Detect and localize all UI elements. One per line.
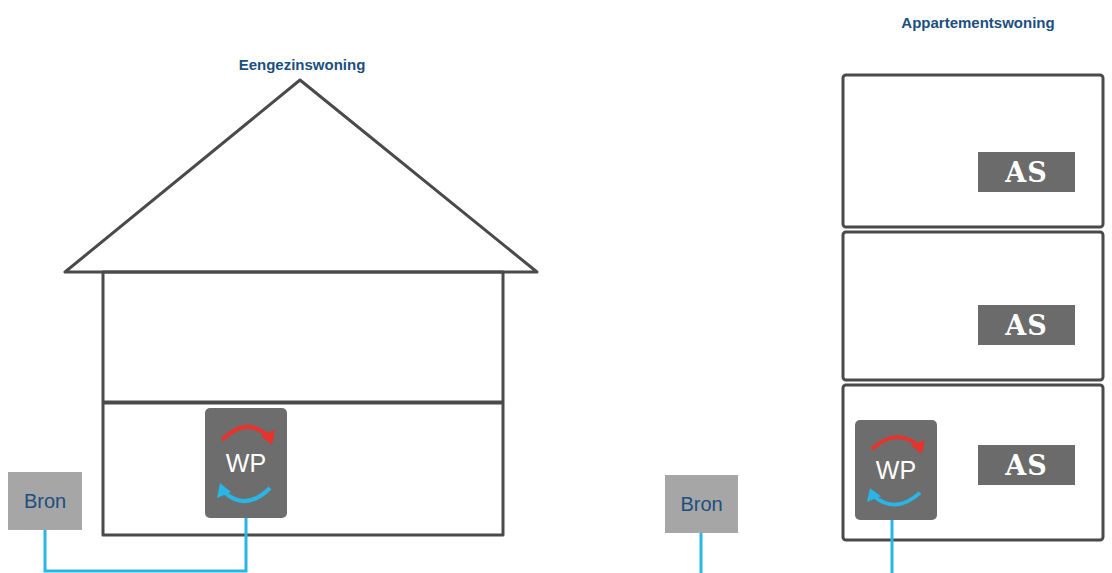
unit-label: AS bbox=[1005, 310, 1047, 341]
pipe-stub bbox=[891, 520, 894, 573]
roof-outline bbox=[65, 80, 537, 272]
arrow-head bbox=[261, 430, 275, 445]
ground-floor-outline bbox=[103, 403, 503, 535]
arrow-head bbox=[911, 440, 925, 454]
source-box: Bron bbox=[8, 472, 82, 530]
upper-floor-outline bbox=[103, 272, 503, 402]
unit-label: AS bbox=[1005, 450, 1047, 481]
apartment-unit-box: AS bbox=[978, 445, 1075, 485]
unit-label: AS bbox=[1005, 157, 1047, 188]
apartment-unit-box: AS bbox=[978, 152, 1075, 192]
apartment-unit-box: AS bbox=[978, 305, 1075, 345]
building-heading: Appartementswoning bbox=[846, 14, 1110, 31]
building-group: AppartementswoningAS AS AS WP bbox=[846, 14, 1110, 542]
heat-pump-label: WP bbox=[876, 456, 916, 485]
heat-pump-box: WP bbox=[855, 420, 937, 520]
pipe-stub bbox=[700, 533, 703, 573]
cold-arrow bbox=[874, 493, 920, 505]
cold-arrow bbox=[224, 488, 270, 501]
building-heading: Eengezinswoning bbox=[60, 56, 544, 73]
apartment-floor-outline bbox=[843, 75, 1103, 227]
warm-arrow bbox=[872, 437, 918, 449]
apartment-floor-outline bbox=[843, 232, 1103, 380]
pipe-connector bbox=[45, 518, 246, 571]
source-label: Bron bbox=[24, 490, 66, 513]
source-box: Bron bbox=[665, 475, 738, 533]
arrow-head bbox=[217, 483, 231, 498]
warm-arrow bbox=[222, 427, 268, 440]
building-group: EengezinswoningWP bbox=[60, 56, 544, 540]
heat-pump-box: WP bbox=[205, 408, 287, 518]
apartment-floor-outline bbox=[843, 385, 1103, 540]
arrow-head bbox=[867, 488, 881, 502]
source-label: Bron bbox=[680, 493, 722, 516]
heat-pump-label: WP bbox=[226, 449, 266, 478]
